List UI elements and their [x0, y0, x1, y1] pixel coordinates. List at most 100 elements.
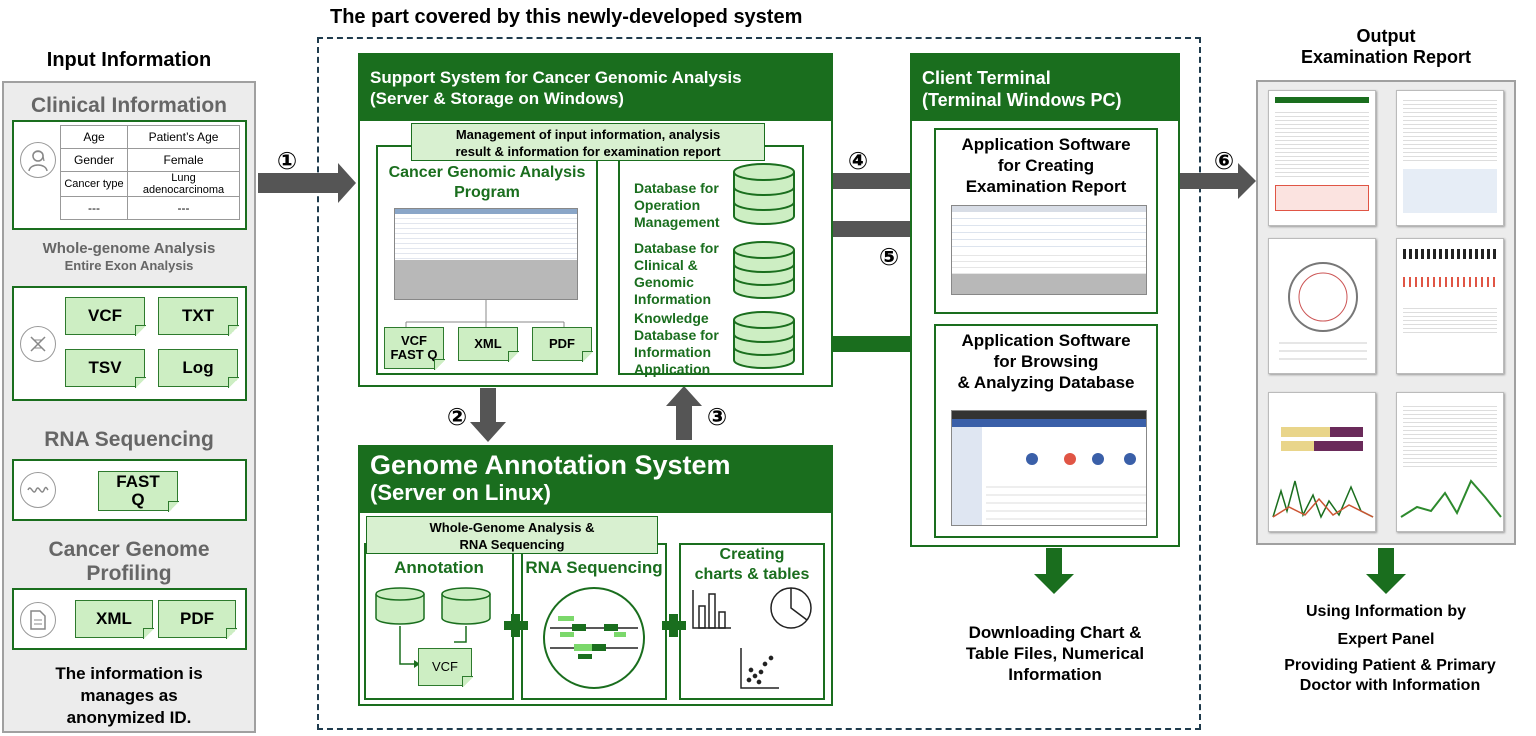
table-row: Cancer type Lung adenocarcinoma	[60, 171, 240, 197]
support-title-2: (Server & Storage on Windows)	[370, 89, 624, 108]
download-text: Downloading Chart & Table Files, Numeric…	[930, 622, 1180, 685]
download-line-3: Information	[1008, 665, 1102, 684]
table-cell: Age	[60, 125, 128, 149]
table-row: --- ---	[60, 196, 240, 220]
report-page	[1396, 90, 1504, 226]
db-knowledge-line-1: Knowledge	[634, 310, 709, 326]
report-app-title: Application Software for Creating Examin…	[934, 134, 1158, 197]
support-system-header: Support System for Cancer Genomic Analys…	[358, 53, 833, 121]
db-clinical-label: Database for Clinical & Genomic Informat…	[634, 240, 719, 308]
client-title-1: Client Terminal	[922, 68, 1051, 88]
table-row: Age Patient’s Age	[60, 125, 240, 149]
use-info-text: Using Information by Expert Panel	[1256, 598, 1516, 654]
report-app-title-2: for Creating	[997, 156, 1095, 175]
fastq-file: FAST Q	[98, 471, 179, 512]
annotation-db-icon-1	[375, 587, 425, 625]
program-title-2: Program	[454, 184, 520, 201]
download-line-1: Downloading Chart &	[968, 623, 1142, 642]
step-6-label: ⑥	[1213, 147, 1235, 175]
report-app-title-1: Application Software	[961, 135, 1131, 154]
clinical-info-table: Age Patient’s Age Gender Female Cancer t…	[60, 125, 240, 220]
vcf-fastq-file: VCF FAST Q	[384, 327, 445, 370]
db-knowledge-icon	[733, 311, 795, 369]
table-cell: ---	[60, 196, 128, 220]
step-5-label: ⑤	[878, 243, 900, 271]
log-file: Log	[158, 349, 239, 388]
browse-app-title: Application Software for Browsing & Anal…	[934, 330, 1158, 393]
client-header: Client Terminal (Terminal Windows PC)	[910, 53, 1180, 121]
rna-icon	[20, 472, 56, 508]
vcf-file: VCF	[65, 297, 146, 336]
profiling-title-1: Cancer Genome	[48, 538, 210, 561]
report-app-title-3: Examination Report	[965, 177, 1127, 196]
browse-app-title-2: for Browsing	[993, 352, 1099, 371]
pdf-file: PDF	[158, 600, 237, 639]
output-title-2: Examination Report	[1300, 47, 1472, 67]
report-app-screenshot	[951, 205, 1147, 295]
db-knowledge-line-3: Information	[634, 344, 711, 360]
patient-icon	[20, 142, 56, 178]
provide-info-line-1: Providing Patient & Primary	[1284, 657, 1496, 674]
annotation-note-1: Whole-Genome Analysis &	[429, 520, 595, 535]
clinical-info-title: Clinical Information	[30, 94, 227, 117]
database-icons	[733, 163, 795, 369]
report-page	[1268, 90, 1376, 226]
anon-note-1: The information is	[55, 664, 203, 683]
report-page	[1268, 392, 1376, 532]
xml-output-file: XML	[458, 327, 519, 362]
report-page	[1396, 392, 1504, 532]
use-info-line-1: Using Information by	[1306, 603, 1466, 620]
db-operation-label: Database for Operation Management	[634, 180, 720, 231]
output-title: Output Examination Report	[1256, 26, 1516, 68]
annotation-note-2: RNA Sequencing	[459, 537, 565, 552]
charts-col-title-2: charts & tables	[694, 566, 810, 583]
chart-icons	[692, 587, 812, 689]
browse-app-title-1: Application Software	[961, 331, 1131, 350]
program-screenshot	[394, 208, 578, 300]
arrow-output	[1366, 548, 1406, 594]
anon-note-3: anonymized ID.	[66, 708, 192, 727]
profiling-title-2: Profiling	[86, 562, 172, 585]
program-title-1: Cancer Genomic Analysis	[388, 164, 586, 181]
db-clinical-line-4: Information	[634, 291, 711, 307]
scatter-chart-icon	[740, 648, 779, 689]
db-knowledge-line-4: Application	[634, 361, 711, 377]
annotation-header: Genome Annotation System (Server on Linu…	[358, 445, 833, 513]
pie-chart-icon	[770, 587, 812, 629]
db-operation-line-2: Operation	[634, 197, 701, 213]
charts-col	[679, 543, 825, 700]
report-page	[1396, 238, 1504, 374]
table-row: Gender Female	[60, 148, 240, 172]
dna-icon	[20, 326, 56, 362]
wgs-label: Whole-genome Analysis	[42, 240, 216, 257]
anon-note-2: manages as	[80, 686, 178, 705]
client-title-2: (Terminal Windows PC)	[922, 90, 1122, 110]
db-operation-icon	[733, 163, 795, 225]
plus-connectors	[504, 614, 686, 637]
charts-col-title-1: Creating	[719, 546, 785, 563]
input-title: Input Information	[46, 49, 212, 71]
db-clinical-line-1: Database for	[634, 240, 719, 256]
support-title-1: Support System for Cancer Genomic Analys…	[370, 68, 742, 87]
use-info-line-2: Expert Panel	[1337, 631, 1435, 648]
annotation-icons	[375, 587, 491, 668]
rna-seq-col-title: RNA Sequencing	[525, 558, 663, 577]
step-3-label: ③	[706, 403, 728, 431]
provide-info-line-2: Doctor with Information	[1299, 677, 1481, 694]
db-operation-line-3: Management	[634, 214, 720, 230]
exon-label: Entire Exon Analysis	[64, 258, 194, 273]
pdf-output-file: PDF	[532, 327, 593, 362]
annotation-col-title: Annotation	[394, 558, 484, 577]
db-operation-line-1: Database for	[634, 180, 719, 196]
support-note: Management of input information, analysi…	[411, 123, 765, 161]
browse-app-title-3: & Analyzing Database	[957, 373, 1135, 392]
db-clinical-line-3: Genomic	[634, 274, 694, 290]
annotation-note: Whole-Genome Analysis & RNA Sequencing	[366, 516, 658, 554]
step-4-label: ④	[847, 147, 869, 175]
document-icon	[20, 602, 56, 638]
provide-info-text: Providing Patient & Primary Doctor with …	[1250, 656, 1530, 696]
table-cell: Female	[127, 148, 240, 172]
tsv-file: TSV	[65, 349, 146, 388]
annotation-vcf-file: VCF	[418, 648, 473, 687]
annotation-title-1: Genome Annotation System	[370, 450, 731, 480]
